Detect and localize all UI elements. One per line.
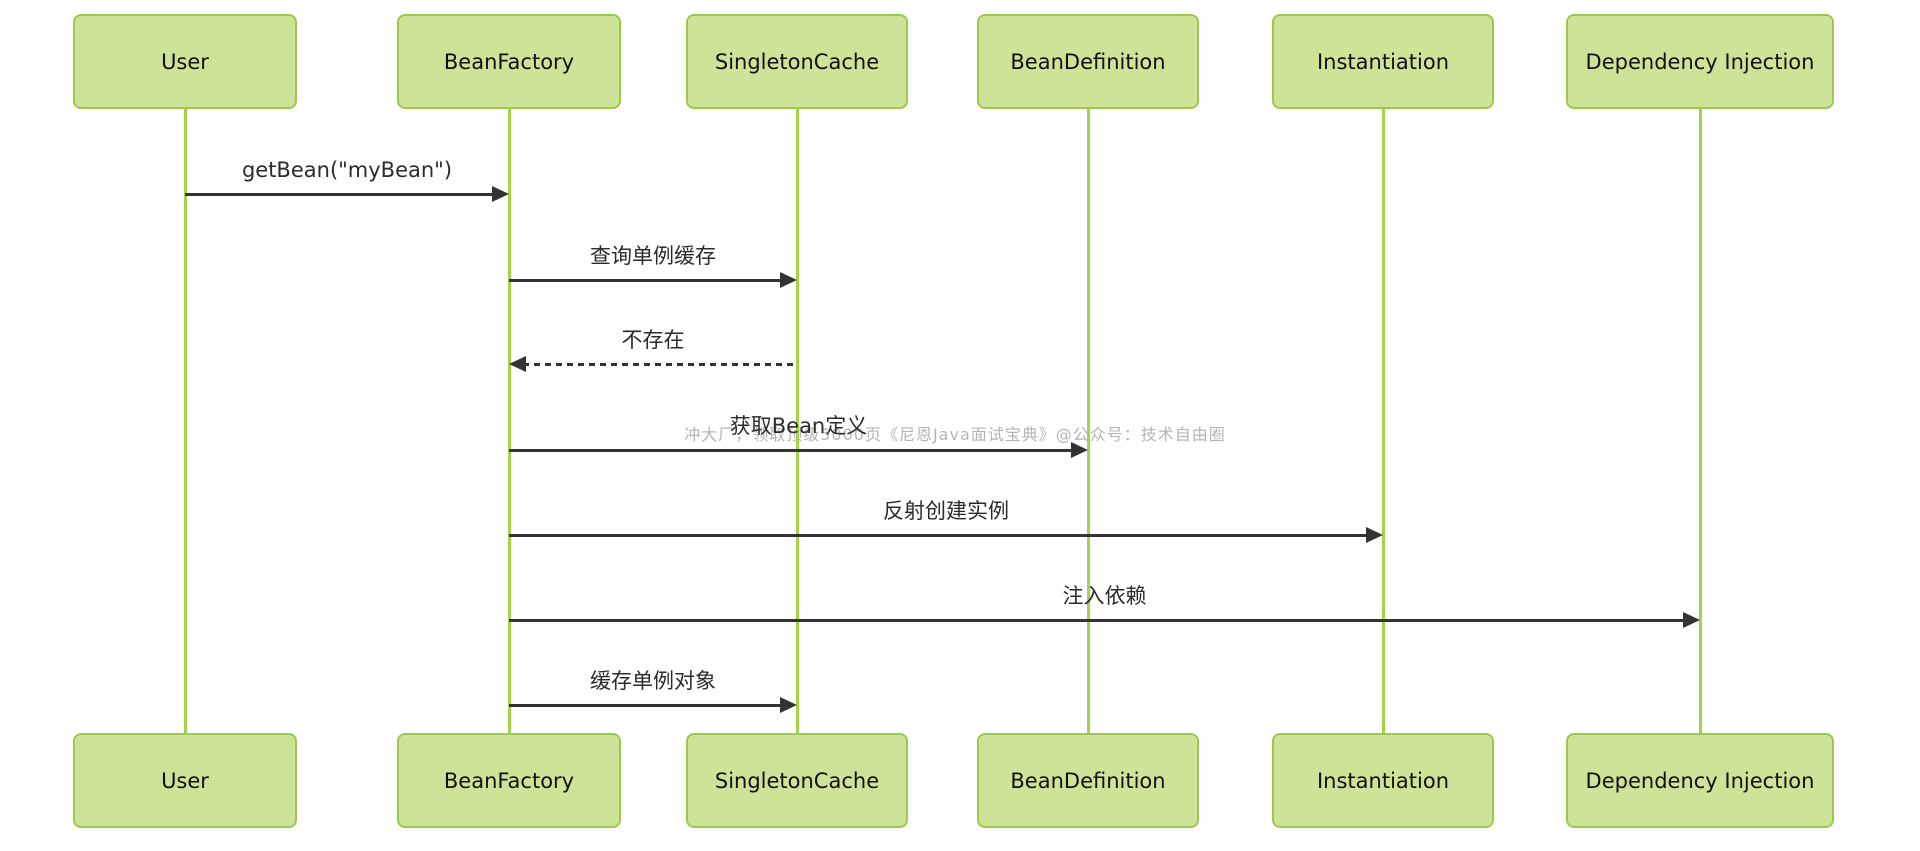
message-arrowhead-6 — [1683, 612, 1700, 628]
actor-singleton-cache-top: SingletonCache — [686, 14, 908, 109]
message-line-5 — [509, 534, 1369, 537]
lifeline-bean-factory — [507, 107, 511, 735]
actor-label-bean-definition: BeanDefinition — [1010, 49, 1166, 74]
message-arrowhead-3 — [509, 356, 526, 372]
message-label-1: getBean("myBean") — [241, 158, 453, 182]
actor-bean-definition-top: BeanDefinition — [977, 14, 1199, 109]
message-arrowhead-5 — [1366, 527, 1383, 543]
message-label-6: 注入依赖 — [1062, 584, 1147, 608]
actor-instantiation-top: Instantiation — [1272, 14, 1494, 109]
actor-label-singleton-cache: SingletonCache — [714, 768, 880, 793]
actor-label-singleton-cache: SingletonCache — [714, 49, 880, 74]
message-arrowhead-2 — [780, 272, 797, 288]
message-label-7: 缓存单例对象 — [590, 669, 716, 693]
actor-label-user: User — [161, 768, 209, 793]
watermark-text: 冲大厂，领取顶级5000页《尼恩Java面试宝典》@公众号：技术自由圈 — [684, 425, 1226, 444]
lifeline-dependency-injection — [1698, 107, 1702, 735]
actor-bean-factory-top: BeanFactory — [397, 14, 621, 109]
lifeline-singleton-cache — [795, 107, 799, 735]
actor-user-bottom: User — [73, 733, 297, 828]
message-arrowhead-1 — [492, 186, 509, 202]
actor-label-bean-factory: BeanFactory — [443, 768, 575, 793]
lifeline-bean-definition — [1086, 107, 1090, 735]
actor-dependency-injection-top: Dependency Injection — [1566, 14, 1834, 109]
message-line-2 — [509, 279, 783, 282]
actor-user-top: User — [73, 14, 297, 109]
actor-label-bean-factory: BeanFactory — [443, 49, 575, 74]
lifeline-instantiation — [1381, 107, 1385, 735]
message-line-3 — [523, 363, 797, 366]
actor-instantiation-bottom: Instantiation — [1272, 733, 1494, 828]
message-line-7 — [509, 704, 783, 707]
message-label-2: 查询单例缓存 — [590, 244, 716, 268]
message-line-6 — [509, 619, 1686, 622]
actor-label-dependency-injection: Dependency Injection — [1585, 768, 1815, 793]
actor-singleton-cache-bottom: SingletonCache — [686, 733, 908, 828]
actor-label-bean-definition: BeanDefinition — [1010, 768, 1166, 793]
message-line-1 — [185, 193, 495, 196]
message-label-4: 获取Bean定义 — [729, 414, 868, 438]
lifeline-user — [183, 107, 187, 735]
actor-bean-definition-bottom: BeanDefinition — [977, 733, 1199, 828]
message-label-5: 反射创建实例 — [883, 499, 1009, 523]
actor-label-dependency-injection: Dependency Injection — [1585, 49, 1815, 74]
actor-label-instantiation: Instantiation — [1316, 768, 1450, 793]
message-label-3: 不存在 — [621, 328, 685, 352]
message-arrowhead-4 — [1071, 442, 1088, 458]
message-line-4 — [509, 449, 1074, 452]
actor-dependency-injection-bottom: Dependency Injection — [1566, 733, 1834, 828]
actor-label-instantiation: Instantiation — [1316, 49, 1450, 74]
actor-bean-factory-bottom: BeanFactory — [397, 733, 621, 828]
message-arrowhead-7 — [780, 697, 797, 713]
actor-label-user: User — [161, 49, 209, 74]
